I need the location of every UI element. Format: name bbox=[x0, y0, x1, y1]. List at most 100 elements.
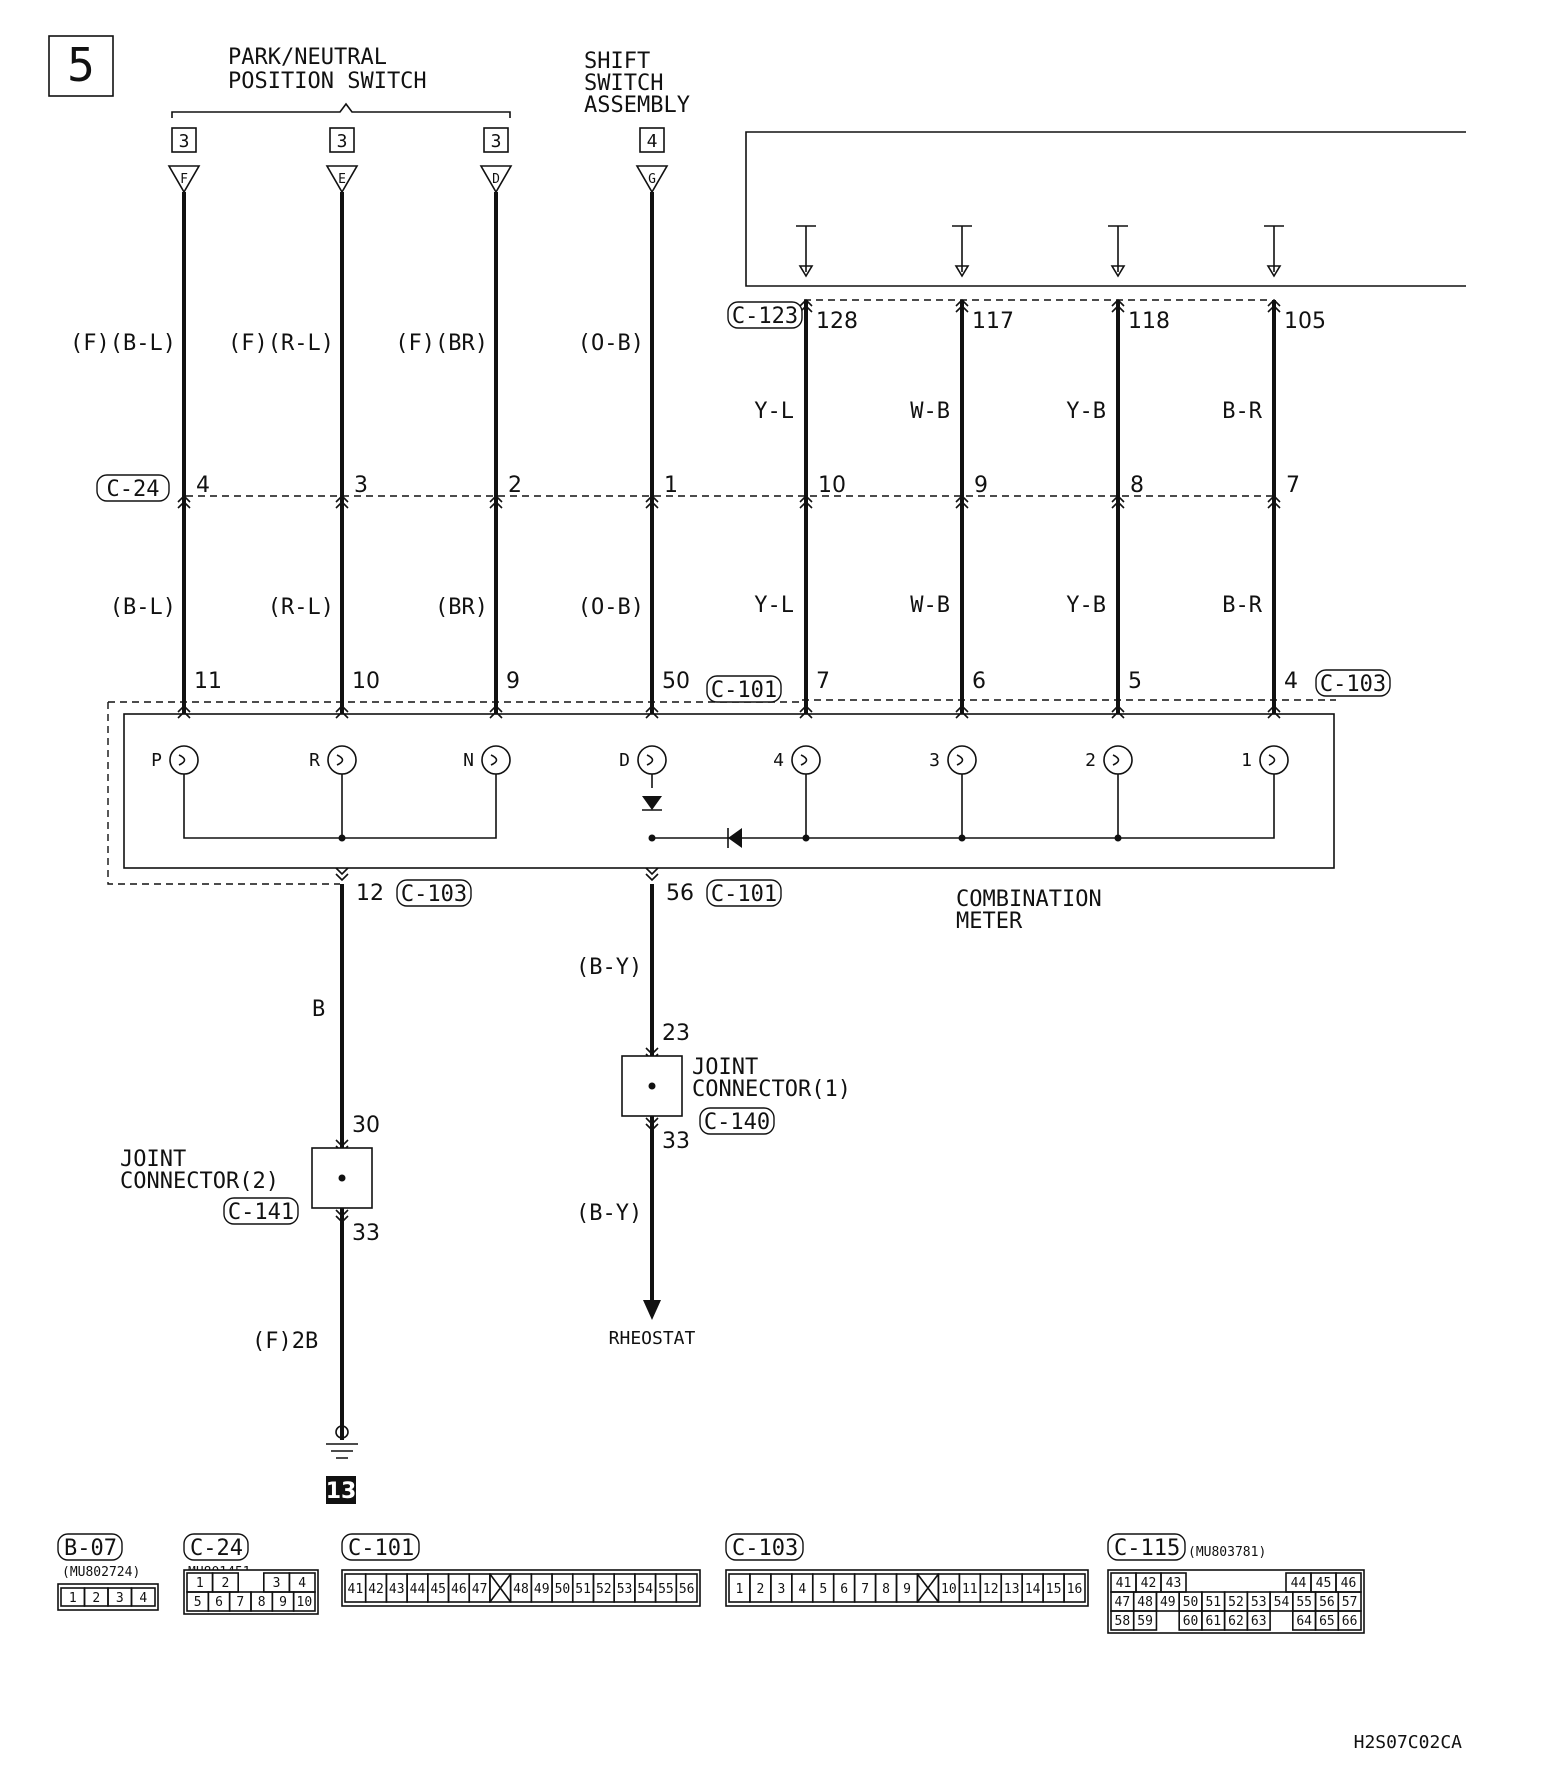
c24-pin: 10 bbox=[818, 473, 846, 498]
diode-bus bbox=[728, 828, 742, 848]
connector-pin: 59 bbox=[1137, 1614, 1153, 1629]
connector-pin: 9 bbox=[279, 1595, 287, 1610]
rheostat-label: RHEOSTAT bbox=[609, 1328, 696, 1349]
connector-pin: 12 bbox=[983, 1582, 999, 1597]
connector-pin: 7 bbox=[861, 1582, 869, 1597]
page-ref-num: 3 bbox=[179, 131, 190, 152]
meter-right-bus bbox=[652, 788, 1275, 839]
indicator-lamp-2: 2 bbox=[1085, 745, 1133, 775]
connector-part-number: (MU803781) bbox=[1188, 1545, 1266, 1560]
c123-pin: 117 bbox=[972, 309, 1014, 334]
connector-pin: 11 bbox=[962, 1582, 978, 1597]
ground-wire-label: (F)2B bbox=[252, 1329, 318, 1354]
connector-pin: 2 bbox=[756, 1582, 764, 1597]
c123-label: C-123 bbox=[727, 301, 803, 329]
connector-pin: 61 bbox=[1205, 1614, 1221, 1629]
connector-pin: 54 bbox=[637, 1582, 653, 1597]
shift-wire-color-upper: B-R bbox=[1222, 399, 1262, 424]
svg-text:C-140: C-140 bbox=[704, 1110, 770, 1135]
shift-switch-contact bbox=[1264, 225, 1284, 272]
wire-upper-color: (F)(R-L) bbox=[228, 331, 334, 356]
c101-upper-label: C-101 bbox=[706, 675, 782, 703]
shift-switch-title-1: SHIFT bbox=[584, 49, 650, 74]
indicator-lamp-1: 1 bbox=[1241, 745, 1289, 775]
connector-pin: 5 bbox=[819, 1582, 827, 1597]
lamp-label: P bbox=[151, 750, 162, 771]
connector-pin: 3 bbox=[777, 1582, 785, 1597]
c103-lower-label: C-103 bbox=[396, 879, 472, 907]
joint1-title-1: JOINT bbox=[692, 1055, 758, 1080]
connector-pin: 48 bbox=[1137, 1595, 1153, 1610]
connector-pin: 41 bbox=[1116, 1576, 1132, 1591]
c123-pin: 128 bbox=[816, 309, 858, 334]
shift-wire-color-upper: W-B bbox=[910, 399, 950, 424]
wire-lower-color: (B-L) bbox=[110, 595, 176, 620]
pnp-switch-title-2: POSITION SWITCH bbox=[228, 69, 427, 94]
indicator-lamp-n: N bbox=[463, 745, 511, 775]
connector-part-number: (MU802724) bbox=[62, 1565, 140, 1580]
page-ref-letter: D bbox=[492, 172, 500, 187]
lamp-label: 1 bbox=[1241, 750, 1252, 771]
c123-pin: 118 bbox=[1128, 309, 1170, 334]
meter-left-bus bbox=[183, 788, 497, 839]
shift-wire-color-lower: B-R bbox=[1222, 593, 1262, 618]
c101-lower-label: C-101 bbox=[706, 879, 782, 907]
lamp-label: N bbox=[463, 750, 474, 771]
wire-color-by-2: (B-Y) bbox=[576, 1201, 642, 1226]
connector-pin: 1 bbox=[196, 1576, 204, 1591]
pin-33-right: 33 bbox=[662, 1129, 690, 1154]
pin-30: 30 bbox=[352, 1113, 380, 1138]
svg-text:C-103: C-103 bbox=[1320, 672, 1386, 697]
rheostat-arrow bbox=[643, 1300, 661, 1320]
ground-symbol bbox=[326, 1425, 358, 1459]
page-ref-letter: G bbox=[648, 172, 656, 187]
connector-pin: 52 bbox=[1228, 1595, 1244, 1610]
lamp-label: R bbox=[309, 750, 320, 771]
connector-pin: 43 bbox=[1166, 1576, 1182, 1591]
connector-pin: 1 bbox=[736, 1582, 744, 1597]
shift-switch-contact bbox=[952, 225, 972, 272]
connector-pin: 15 bbox=[1046, 1582, 1062, 1597]
c24-pin: 4 bbox=[196, 473, 210, 498]
connector-pin: 2 bbox=[92, 1591, 100, 1606]
connector-pin: 9 bbox=[903, 1582, 911, 1597]
connector-pin: 42 bbox=[1141, 1576, 1157, 1591]
connector-view-c-24: C-24MU80145112345678910 bbox=[183, 1533, 319, 1615]
c24-pin: 3 bbox=[354, 473, 368, 498]
connector-pin: 4 bbox=[298, 1576, 306, 1591]
connector-pin: 4 bbox=[139, 1591, 147, 1606]
meter-pin: 11 bbox=[194, 669, 222, 694]
shift-switch-title-2: SWITCH bbox=[584, 71, 663, 96]
meter-pin: 5 bbox=[1128, 669, 1142, 694]
connector-pin: 58 bbox=[1115, 1614, 1131, 1629]
connector-pin: 46 bbox=[451, 1582, 467, 1597]
svg-text:C-24: C-24 bbox=[107, 477, 160, 502]
connector-view-name: C-103 bbox=[732, 1536, 798, 1561]
shift-switch-contact bbox=[796, 225, 816, 272]
connector-pin: 50 bbox=[1183, 1595, 1199, 1610]
connector-pin: 56 bbox=[679, 1582, 695, 1597]
wire-lower-color: (R-L) bbox=[268, 595, 334, 620]
shift-wire-color-upper: Y-B bbox=[1066, 399, 1106, 424]
connector-pin: 1 bbox=[69, 1591, 77, 1606]
page-ref-letter: E bbox=[338, 172, 346, 187]
wire-upper-color: (O-B) bbox=[578, 331, 644, 356]
svg-text:C-141: C-141 bbox=[228, 1200, 294, 1225]
indicator-lamp-3: 3 bbox=[929, 745, 977, 775]
connector-pin: 10 bbox=[297, 1595, 313, 1610]
page-ref-d: 3D bbox=[479, 127, 513, 194]
connector-pin: 6 bbox=[215, 1595, 223, 1610]
page-ref-e: 3E bbox=[325, 127, 359, 194]
diode-d bbox=[642, 796, 662, 810]
shift-switch-title-3: ASSEMBLY bbox=[584, 93, 690, 118]
c141-label: C-141 bbox=[223, 1197, 299, 1225]
connector-pin: 8 bbox=[882, 1582, 890, 1597]
c140-label: C-140 bbox=[699, 1107, 775, 1135]
connector-pin: 51 bbox=[575, 1582, 591, 1597]
wires: (F)(B-L)(B-L)411P(F)(R-L)(R-L)310R(F)(BR… bbox=[70, 192, 1326, 1224]
pin-56: 56 bbox=[666, 881, 694, 906]
